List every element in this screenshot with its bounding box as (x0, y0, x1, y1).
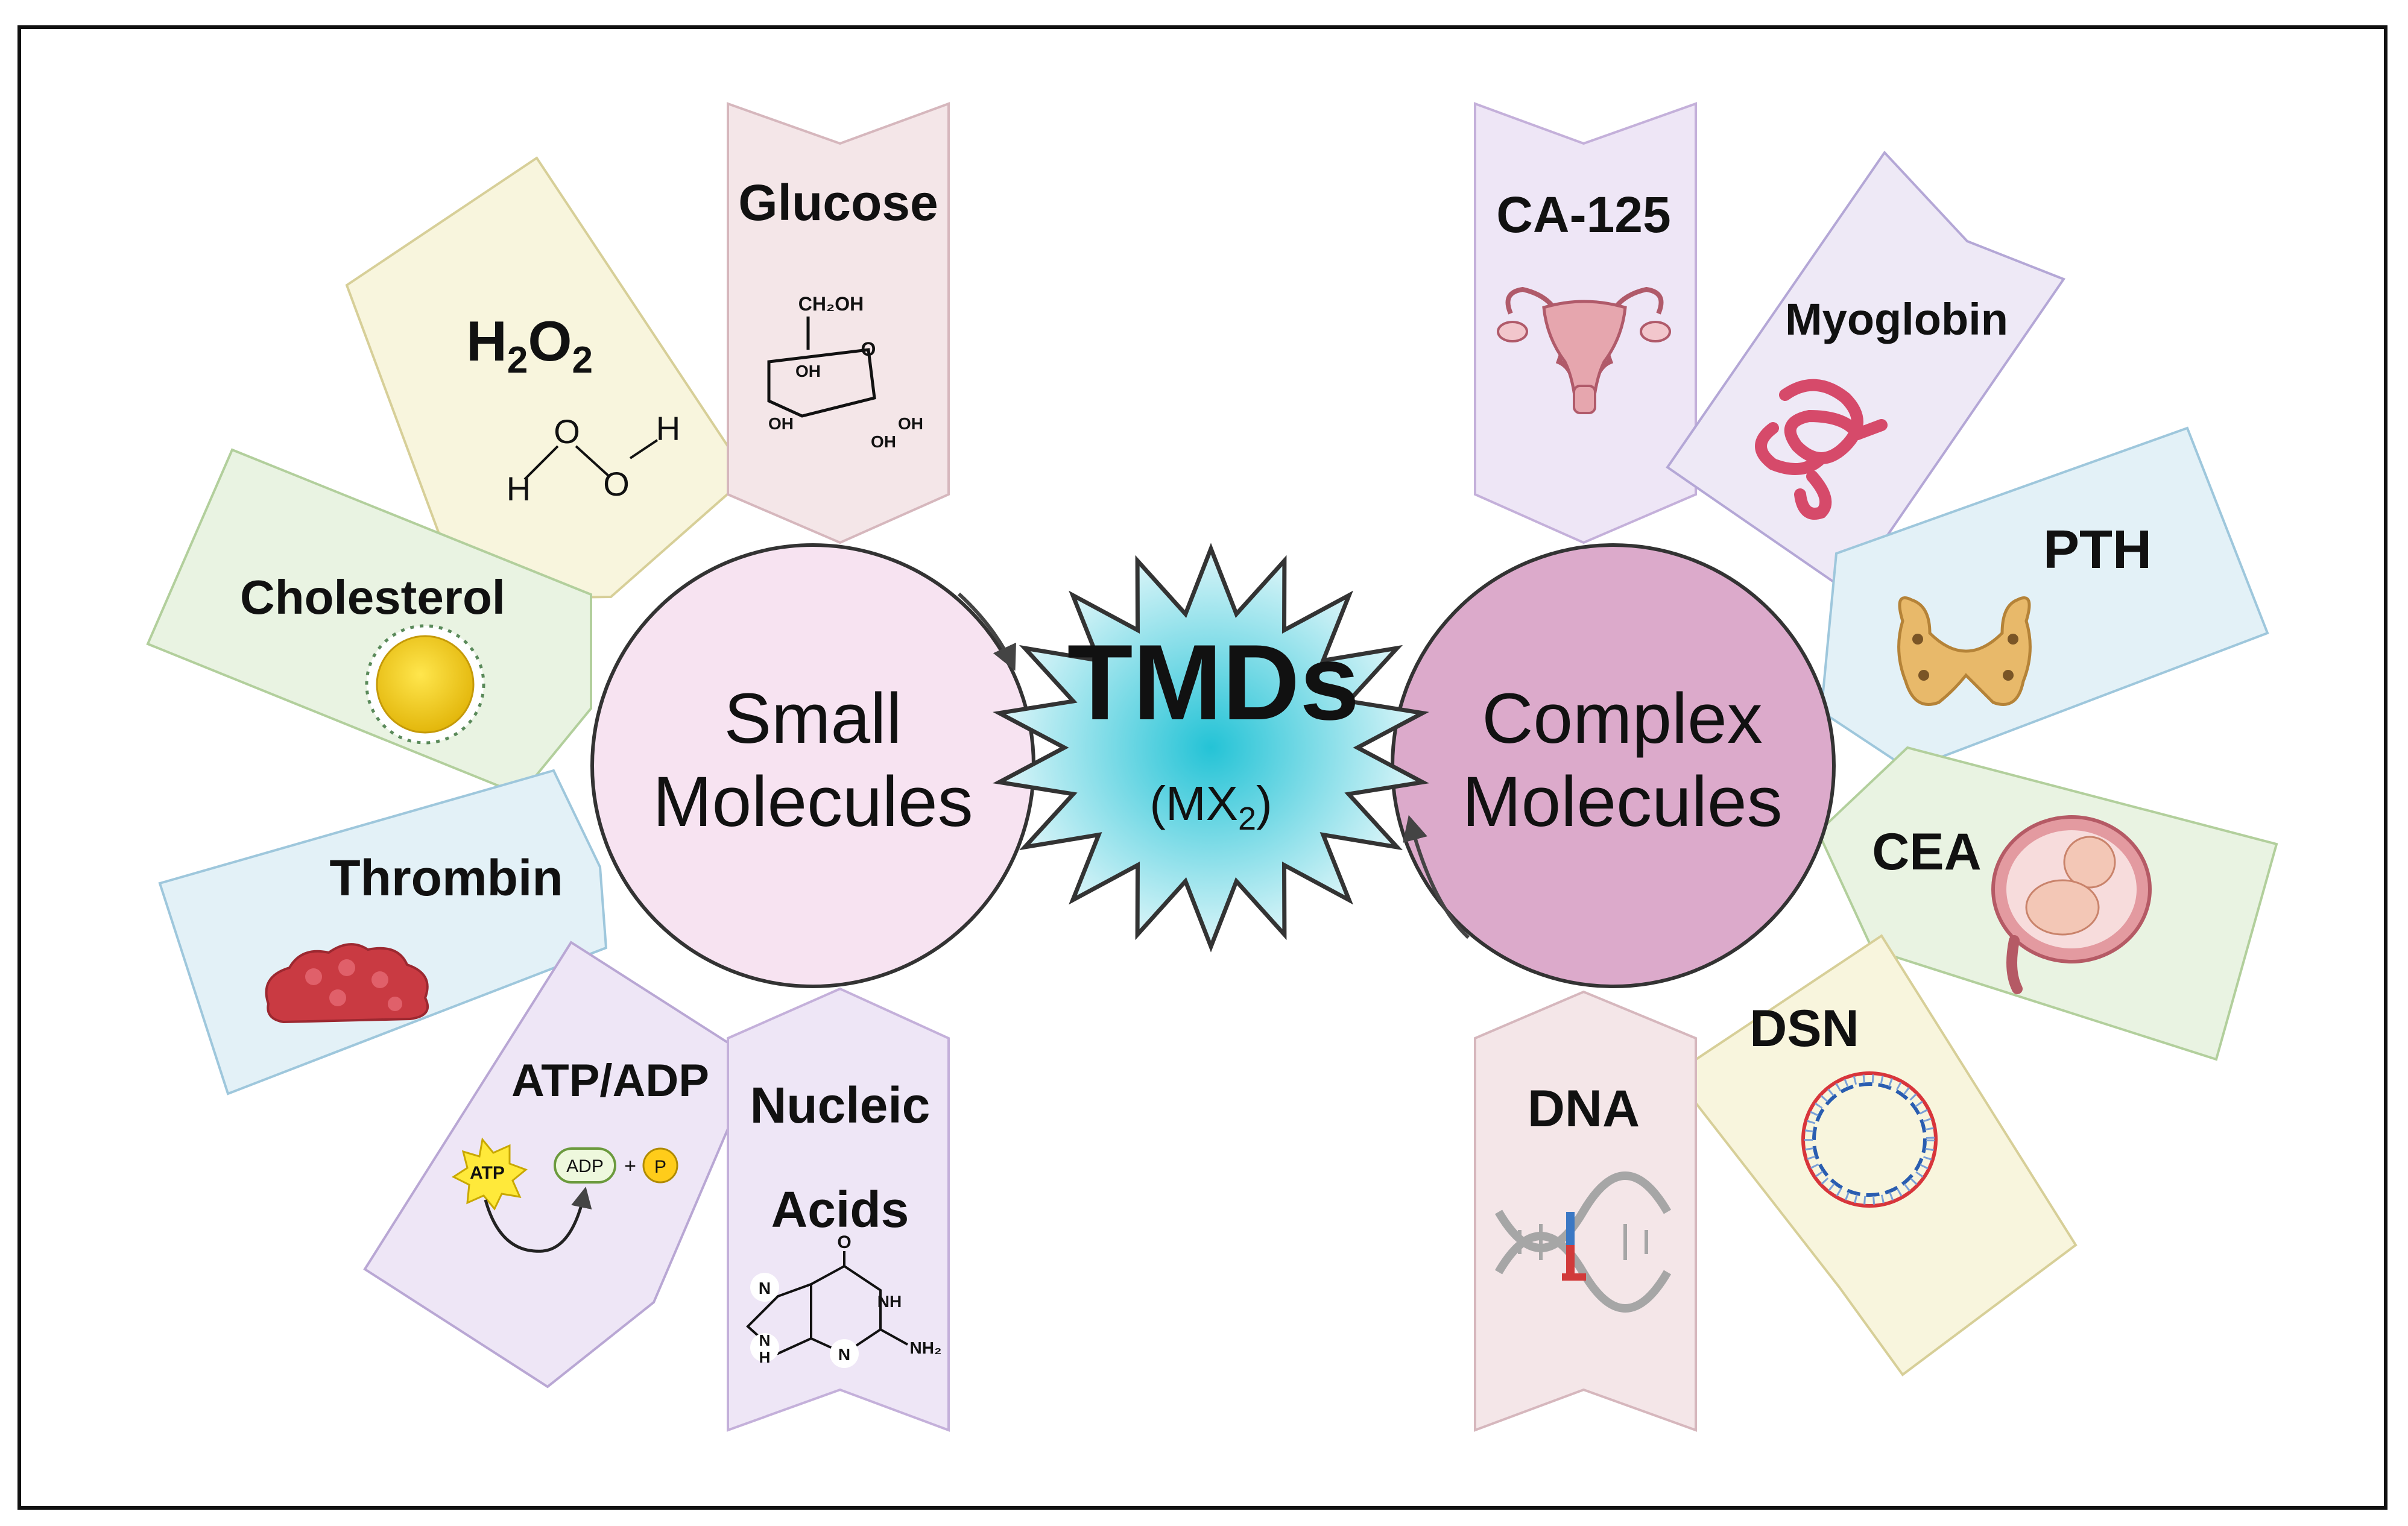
cea-label: CEA (1872, 823, 1982, 881)
tmd-title: TMDs (1067, 622, 1360, 742)
phosphate-icon (642, 1147, 678, 1184)
fetus-uterus-icon (1991, 815, 2152, 994)
h2o2-label: H2O2 (466, 309, 593, 381)
guanine-structure-icon (746, 1251, 908, 1355)
h2o2-o-text-2: O (603, 465, 630, 503)
guanine-n-text-1: N (759, 1279, 771, 1297)
myoglobin-protein-icon (1755, 379, 1888, 520)
dna-highlight-icon (1562, 1212, 1586, 1281)
h2o2-h-text-1: H (507, 470, 531, 508)
dsn-label: DSN (1749, 1000, 1859, 1058)
arrow-complex-to-tmd (1403, 815, 1470, 939)
atp-conversion-arrow (484, 1187, 592, 1253)
phosphate-text: P (654, 1157, 666, 1177)
guanine-n-bg-3 (830, 1339, 859, 1368)
complex-molecules-label-line2: Molecules (1462, 762, 1782, 842)
glucose-ring-o-text: O (861, 338, 876, 360)
nucleic-acids-label-line2: Acids (771, 1181, 909, 1238)
thrombin-label: Thrombin (329, 850, 563, 906)
banner-glucose (727, 102, 950, 544)
banner-cholesterol (146, 448, 592, 796)
glucose-oh-text-2: OH (768, 414, 794, 433)
arrow-small-to-tmd (957, 592, 1016, 671)
guanine-n-text-3: N (838, 1345, 850, 1364)
atp-burst-icon (451, 1137, 528, 1211)
h2o2-structure-icon (523, 439, 659, 481)
pth-label: PTH (2043, 520, 2152, 580)
glucose-oh-text-3: OH (898, 414, 923, 433)
dna-helix-icon (1494, 1171, 1672, 1313)
glucose-oh-text-4: OH (871, 432, 896, 451)
atp-adp-label: ATP/ADP (511, 1055, 709, 1106)
h2o2-o-text-1: O (554, 412, 580, 450)
guanine-nh-text: NH (877, 1292, 902, 1311)
h2o2-h-text-2: H (656, 409, 680, 447)
glucose-oh-text-1: OH (795, 362, 821, 380)
banner-dsn (1672, 934, 2078, 1376)
uterus-icon (1497, 286, 1671, 414)
banner-myoglobin (1666, 150, 2066, 594)
adp-capsule-icon (554, 1147, 616, 1184)
adp-plus-text: + (624, 1155, 636, 1178)
atp-text: ATP (470, 1163, 505, 1183)
complex-molecules-label-line1: Complex (1482, 679, 1763, 758)
glucose-label: Glucose (738, 174, 938, 231)
guanine-n-bg-1 (750, 1273, 779, 1302)
adp-text: ADP (566, 1156, 604, 1176)
myoglobin-label: Myoglobin (1785, 294, 2008, 344)
tmd-starburst (993, 543, 1429, 953)
nucleic-acids-label-line1: Nucleic (750, 1077, 931, 1133)
cholesterol-label: Cholesterol (240, 570, 505, 624)
cholesterol-particle-icon (365, 624, 485, 745)
dna-label: DNA (1528, 1080, 1640, 1138)
guanine-h-text: H (759, 1348, 771, 1366)
small-molecules-label-line1: Small (724, 679, 902, 758)
thyroid-icon (1897, 596, 2032, 706)
guanine-nh2-text: NH₂ (910, 1338, 942, 1357)
guanine-n-text-2: N (759, 1331, 771, 1349)
ca125-label: CA-125 (1496, 186, 1670, 243)
small-molecules-label-line2: Molecules (653, 762, 973, 842)
glucose-structure-icon (767, 317, 876, 418)
guanine-nh-bg (750, 1333, 779, 1362)
dna-ring-icon (1801, 1071, 1938, 1208)
glucose-ch2oh-text: CH₂OH (798, 293, 864, 315)
tmd-formula: (MX2) (1149, 777, 1272, 837)
thrombin-protein-icon (265, 943, 429, 1024)
guanine-o-text: O (837, 1232, 851, 1252)
banner-nucleic-acids (727, 987, 950, 1432)
